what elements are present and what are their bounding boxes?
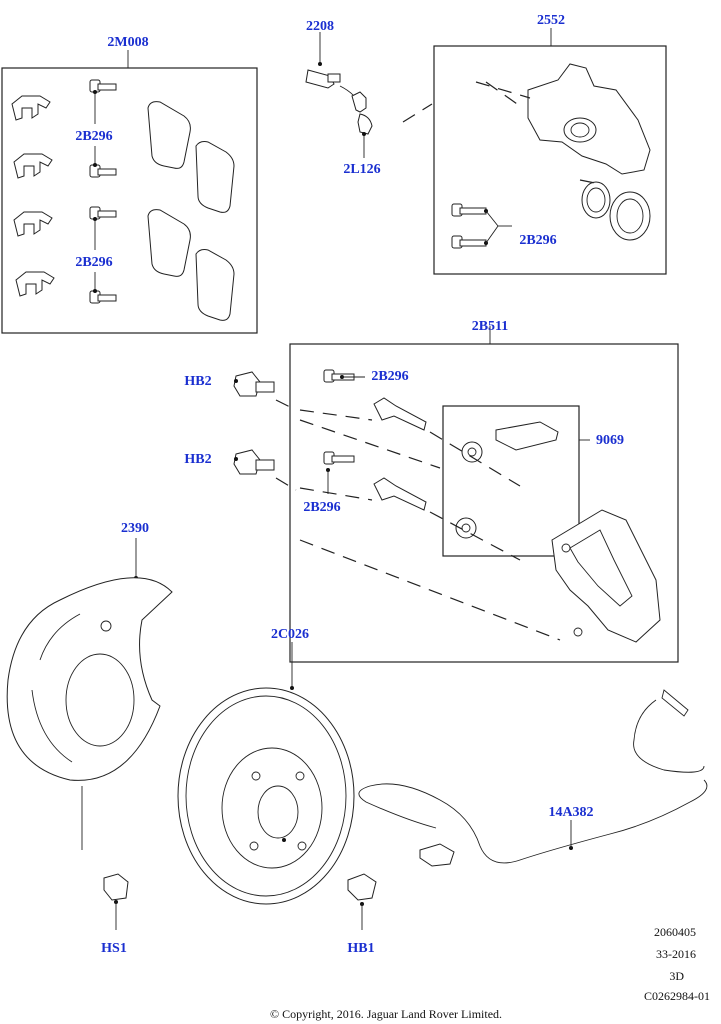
callout-hb2-a: HB2 — [184, 374, 211, 389]
callout-2b296-c: 2B296 — [519, 233, 556, 248]
caliper-housing-box — [433, 45, 667, 275]
callout-2c026: 2C026 — [271, 627, 309, 642]
callout-2b296-e: 2B296 — [303, 500, 340, 515]
boot-kit-box — [442, 405, 580, 557]
brake-pads — [147, 101, 235, 321]
callout-hb1: HB1 — [347, 941, 374, 956]
meta-line-3: 3D — [669, 969, 684, 983]
copyright-text: © Copyright, 2016. Jaguar Land Rover Lim… — [270, 1007, 502, 1021]
meta-line-2: 33-2016 — [656, 947, 696, 961]
callout-2b511: 2B511 — [472, 319, 509, 334]
callout-2552: 2552 — [537, 13, 565, 28]
pad-kit-bolts — [89, 79, 117, 304]
callout-9069: 9069 — [596, 433, 624, 448]
wear-sensor — [358, 689, 708, 867]
caliper-housing-group — [433, 28, 667, 275]
callout-hb2-b: HB2 — [184, 452, 211, 467]
callout-2390: 2390 — [121, 521, 149, 536]
carrier-group — [233, 326, 679, 663]
bleed-screw-group — [305, 32, 433, 158]
pad-kit-box — [1, 67, 258, 334]
meta-line-1: 2060405 — [654, 925, 696, 939]
carrier-box — [289, 343, 679, 663]
callout-2b296-b: 2B296 — [75, 255, 112, 270]
callout-2l126: 2L126 — [343, 162, 380, 177]
dust-shield — [6, 538, 173, 850]
brake-disc — [177, 642, 355, 905]
callout-14a382: 14A382 — [548, 805, 593, 820]
drawing-meta: 2060405 33-2016 3D C0262984-01 — [644, 925, 710, 1003]
pad-kit-group — [1, 50, 258, 334]
callout-labels: 2M008 2B296 2B296 2208 2L126 2552 2B296 … — [75, 13, 624, 956]
anti-rattle-clip — [11, 95, 55, 297]
disc-fasteners — [103, 873, 377, 930]
callout-2b296-d: 2B296 — [371, 369, 408, 384]
callout-hs1: HS1 — [101, 941, 127, 956]
callout-2m008: 2M008 — [107, 35, 148, 50]
callout-2b296-a: 2B296 — [75, 129, 112, 144]
callout-2208: 2208 — [306, 19, 334, 34]
meta-line-4: C0262984-01 — [644, 989, 710, 1003]
